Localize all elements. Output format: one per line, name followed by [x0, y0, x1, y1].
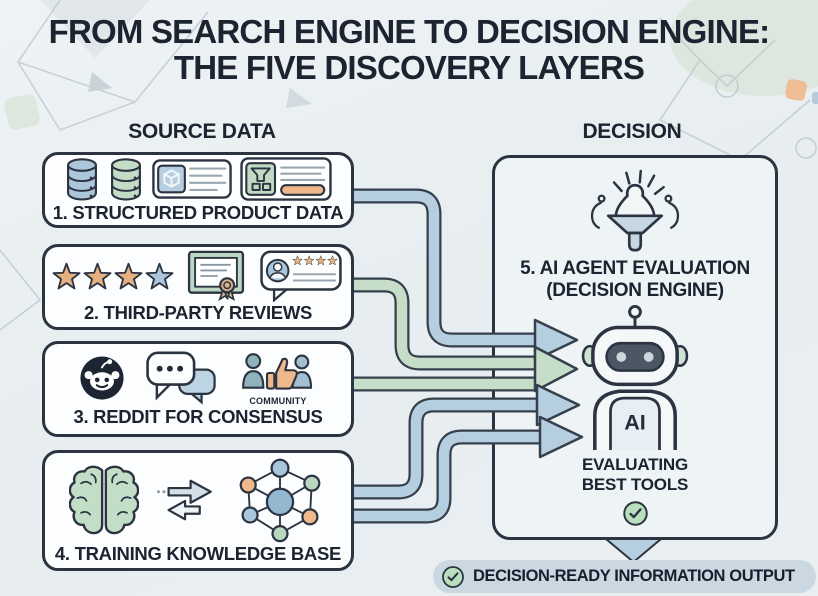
robot-icon: AI [576, 304, 694, 451]
decision-box-title: 5. AI AGENT EVALUATION (DECISION ENGINE) [520, 258, 750, 302]
box3-label: 3. REDDIT FOR CONSENSUS [73, 405, 323, 427]
title-line-2: THE FIVE DISCOVERY LAYERS [173, 49, 645, 87]
database-green-icon [108, 156, 144, 202]
box4-label: 4. TRAINING KNOWLEDGE BASE [54, 542, 342, 564]
box-training-knowledge-base: 4. TRAINING KNOWLEDGE BASE [42, 450, 354, 571]
output-banner: DECISION-READY INFORMATION OUTPUT [433, 560, 816, 593]
star-rating-icon [51, 261, 175, 292]
funnel-icon [572, 166, 698, 258]
box-reddit-for-consensus: COMMUNITY 3. REDDIT FOR CONSENSUS [42, 341, 354, 437]
database-blue-icon [64, 156, 100, 202]
brain-icon [69, 463, 139, 537]
check-circle-icon [622, 500, 649, 527]
box4-icons [69, 457, 327, 543]
box-structured-product-data: 1. STRUCTURED PRODUCT DATA [42, 152, 354, 228]
certificate-icon [187, 250, 245, 302]
decision-title-line-2: (DECISION ENGINE) [546, 280, 724, 302]
exchange-arrows-icon [155, 478, 217, 522]
decision-title-line-1: 5. AI AGENT EVALUATION [520, 258, 750, 279]
status-line-2: BEST TOOLS [581, 475, 689, 495]
robot-ai-badge: AI [624, 410, 646, 435]
review-bubble-icon [257, 250, 345, 302]
community-icon: COMMUNITY [239, 351, 317, 406]
box2-icons [51, 250, 345, 302]
source-data-header: SOURCE DATA [128, 120, 276, 143]
knowledge-graph-icon [233, 457, 327, 543]
decision-status: EVALUATING BEST TOOLS [581, 455, 689, 495]
title-line-1: FROM SEARCH ENGINE TO DECISION ENGINE: [48, 13, 771, 50]
product-card-specs-icon [240, 157, 332, 201]
chat-bubbles-icon [145, 351, 219, 405]
page-title: FROM SEARCH ENGINE TO DECISION ENGINE: T… [0, 13, 818, 87]
output-banner-label: DECISION-READY INFORMATION OUTPUT [473, 567, 795, 585]
product-card-cube-icon [152, 159, 232, 199]
status-line-1: EVALUATING [582, 455, 688, 475]
box1-icons [64, 156, 332, 202]
check-circle-icon [441, 565, 465, 589]
decision-header: DECISION [582, 120, 682, 143]
box-ai-agent-evaluation: 5. AI AGENT EVALUATION (DECISION ENGINE)… [492, 155, 778, 540]
box2-label: 2. THIRD-PARTY REVIEWS [83, 302, 313, 323]
community-caption: COMMUNITY [249, 395, 307, 406]
box-third-party-reviews: 2. THIRD-PARTY REVIEWS [42, 244, 354, 330]
box3-icons: COMMUNITY [79, 351, 317, 406]
reddit-icon [79, 355, 125, 401]
box1-label: 1. STRUCTURED PRODUCT DATA [52, 202, 344, 223]
